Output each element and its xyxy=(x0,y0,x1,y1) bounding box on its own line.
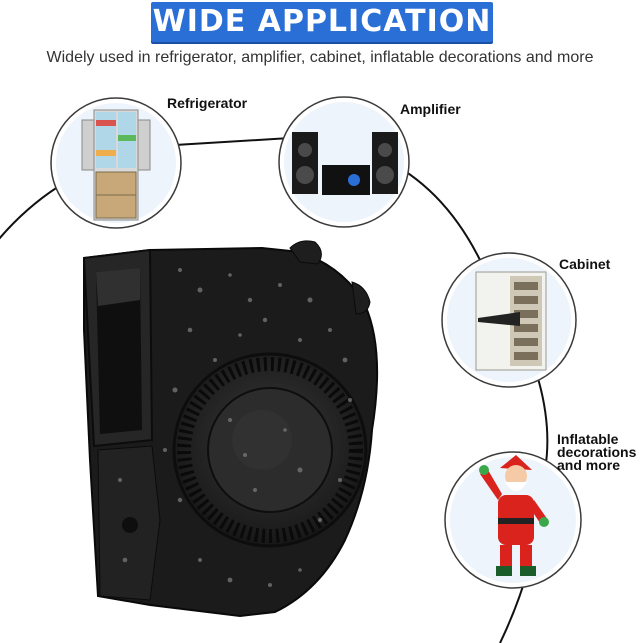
safe-cabinet-icon xyxy=(441,252,577,388)
title-banner: WIDE APPLICATION xyxy=(151,2,493,42)
page-title: WIDE APPLICATION xyxy=(152,4,492,39)
page-subtitle: Widely used in refrigerator, amplifier, … xyxy=(46,49,594,66)
label-amplifier: Amplifier xyxy=(400,101,461,117)
label-line: decorations xyxy=(557,444,637,460)
label-line: Inflatable xyxy=(557,431,619,447)
speaker-system-icon xyxy=(278,96,410,228)
label-inflatable-decorations: Inflatable decorations and more xyxy=(557,431,637,473)
refrigerator-icon xyxy=(50,97,182,229)
label-cabinet: Cabinet xyxy=(559,256,611,272)
label-refrigerator: Refrigerator xyxy=(167,95,248,111)
label-line: and more xyxy=(557,457,621,473)
inflatable-santa-icon xyxy=(444,451,582,589)
